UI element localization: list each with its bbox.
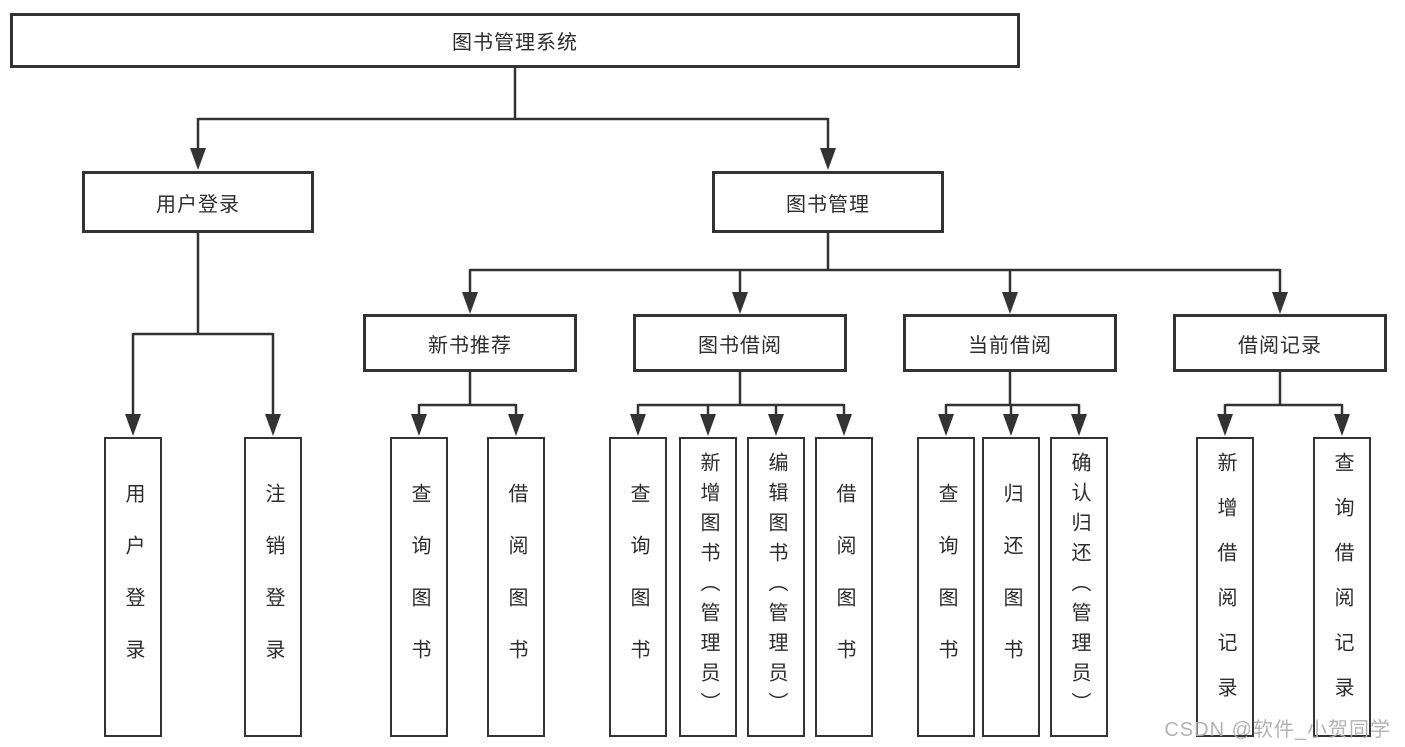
node-new-book-recommend: 新书推荐 — [363, 314, 577, 372]
leaf-user-login: 用户登录 — [104, 437, 162, 737]
leaf-query-lending-record: 查询借阅记录 — [1313, 437, 1371, 737]
node-library-system: 图书管理系统 — [10, 13, 1020, 68]
leaf-return-books: 归还图书 — [982, 437, 1040, 737]
node-book-management: 图书管理 — [712, 171, 944, 233]
leaf-logout: 注销登录 — [244, 437, 302, 737]
leaf-edit-book-admin: 编辑图书（管理员） — [747, 437, 805, 737]
node-user-login: 用户登录 — [82, 171, 314, 233]
arrowheads — [125, 148, 1350, 436]
node-lending-records: 借阅记录 — [1173, 314, 1387, 372]
leaf-confirm-return-admin: 确认归还（管理员） — [1050, 437, 1108, 737]
leaf-query-books-recommend: 查询图书 — [390, 437, 448, 737]
leaf-query-books-current: 查询图书 — [917, 437, 975, 737]
node-current-lending: 当前借阅 — [903, 314, 1117, 372]
leaf-borrow-books-recommend: 借阅图书 — [487, 437, 545, 737]
node-book-lending: 图书借阅 — [633, 314, 847, 372]
leaf-borrow-books-lending: 借阅图书 — [815, 437, 873, 737]
leaf-query-books-lending: 查询图书 — [609, 437, 667, 737]
leaf-add-book-admin: 新增图书（管理员） — [679, 437, 737, 737]
leaf-add-lending-record: 新增借阅记录 — [1196, 437, 1254, 737]
